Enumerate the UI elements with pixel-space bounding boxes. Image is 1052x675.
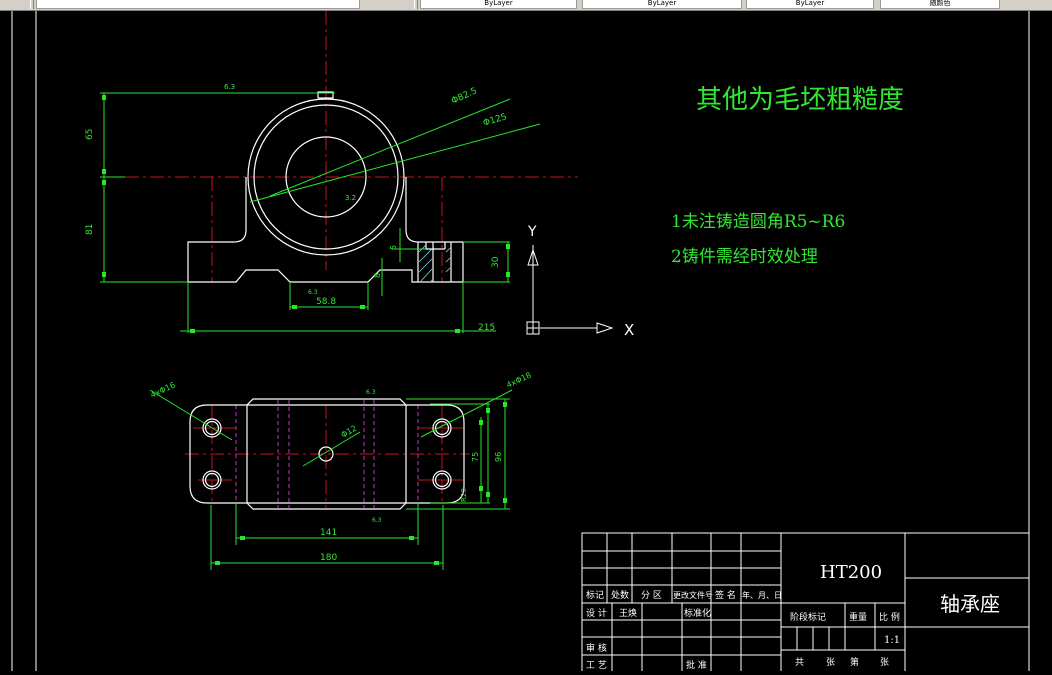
dim-overall-length: 180 [320, 553, 337, 563]
dim-base-slot: 58.8 [316, 297, 336, 307]
dim-base-height: 30 [491, 256, 501, 268]
linetype-control-dropdown[interactable]: ByLayer [582, 0, 742, 9]
dim-side-5: 5 [389, 245, 398, 250]
lineweight-control-label: ByLayer [795, 0, 825, 7]
roughness-bottom-view: 6.3 [372, 517, 382, 524]
tb-sheets-total: 共 [795, 657, 804, 668]
drawing-canvas[interactable]: 65 81 Φ82.5 Φ125 58.8 215 30 8 5 6.3 3.2… [0, 11, 1052, 674]
color-control-label: ByLayer [484, 0, 513, 7]
tb-material: HT200 [820, 562, 882, 583]
dim-height-lower: 81 [85, 224, 95, 235]
technical-notes: 其他为毛坯粗糙度 1未注铸造圆角R5~R6 2铸件需经时效处理 [671, 85, 904, 267]
section-hatch [418, 244, 451, 282]
dim-holes-right: 4xΦ18 [505, 371, 533, 390]
dim-inner-length: 141 [320, 528, 337, 538]
ucs-x-label: X [624, 321, 634, 339]
tb-part-name: 轴承座 [940, 592, 1000, 616]
roughness-bore: 3.2 [345, 194, 356, 202]
tb-standardize-label: 标准化 [684, 607, 711, 619]
note-aging: 2铸件需经时效处理 [671, 247, 818, 267]
tb-designer: 王焕 [619, 607, 637, 619]
dim-width: 96 [494, 452, 503, 462]
roughness-top-view: 6.3 [366, 389, 376, 396]
lineweight-control-dropdown[interactable]: ByLayer [746, 0, 874, 9]
properties-toolbar: ByLayer ByLayer ByLayer 随颜色 [0, 0, 1052, 11]
toolbar-grip[interactable] [30, 0, 34, 9]
dim-outer-diameter: Φ125 [482, 112, 508, 129]
linetype-control-label: ByLayer [647, 0, 677, 7]
tb-sheet-unit: 张 [880, 657, 889, 668]
cad-drawing: 65 81 Φ82.5 Φ125 58.8 215 30 8 5 6.3 3.2… [11, 11, 1030, 674]
toolbar-grip[interactable] [414, 0, 418, 9]
front-view: 65 81 Φ82.5 Φ125 58.8 215 30 8 5 6.3 3.2… [85, 11, 578, 333]
dim-corner-radius: R20 [460, 488, 468, 502]
roughness-base: 6.3 [308, 289, 318, 296]
tb-header-count: 处数 [611, 589, 629, 601]
note-fillet: 1未注铸造圆角R5~R6 [671, 212, 845, 232]
tb-sheet-number: 第 [850, 656, 859, 668]
tb-review-label: 审 核 [586, 642, 607, 654]
ucs-y-label: Y [527, 224, 537, 240]
plotstyle-control-label: 随颜色 [929, 0, 951, 7]
dim-bore-diameter: Φ82.5 [450, 86, 479, 107]
tb-process-label: 工 艺 [586, 660, 607, 671]
dim-side-8: 8 [373, 273, 382, 278]
dim-height-upper: 65 [85, 129, 95, 140]
ucs-icon: Y X [526, 224, 634, 339]
roughness-top: 6.3 [224, 83, 235, 91]
tb-approve-label: 批 准 [686, 659, 707, 671]
layer-control-dropdown[interactable] [36, 0, 360, 9]
dim-center-hole: Φ12 [340, 424, 359, 440]
plotstyle-control-dropdown[interactable]: 随颜色 [880, 0, 1000, 9]
tb-header-mark: 标记 [586, 589, 604, 601]
tb-sheets-unit: 张 [826, 657, 835, 668]
tb-scale: 1:1 [884, 635, 900, 646]
title-block [581, 532, 1030, 674]
dim-overall-width: 215 [478, 323, 495, 333]
tb-header-zone: 分 区 [641, 590, 662, 601]
tb-design-label: 设 计 [586, 607, 607, 619]
dim-hole-spacing: 75 [471, 452, 480, 462]
top-view: 4xΦ16 4xΦ18 Φ12 141 180 75 96 R20 6.3 6.… [149, 371, 533, 570]
tb-stage-label: 阶段标记 [790, 611, 826, 623]
tb-header-change-doc: 更改文件号 [673, 590, 713, 600]
tb-header-signature: 签 名 [715, 589, 736, 601]
tb-ratio-label: 比 例 [879, 611, 900, 623]
dim-holes-left: 4xΦ16 [149, 381, 177, 400]
roughness-note: 其他为毛坯粗糙度 [696, 85, 904, 115]
color-control-dropdown[interactable]: ByLayer [420, 0, 577, 9]
tb-weight-label: 重量 [849, 611, 867, 623]
tb-header-date: 年、月、日 [742, 590, 782, 600]
